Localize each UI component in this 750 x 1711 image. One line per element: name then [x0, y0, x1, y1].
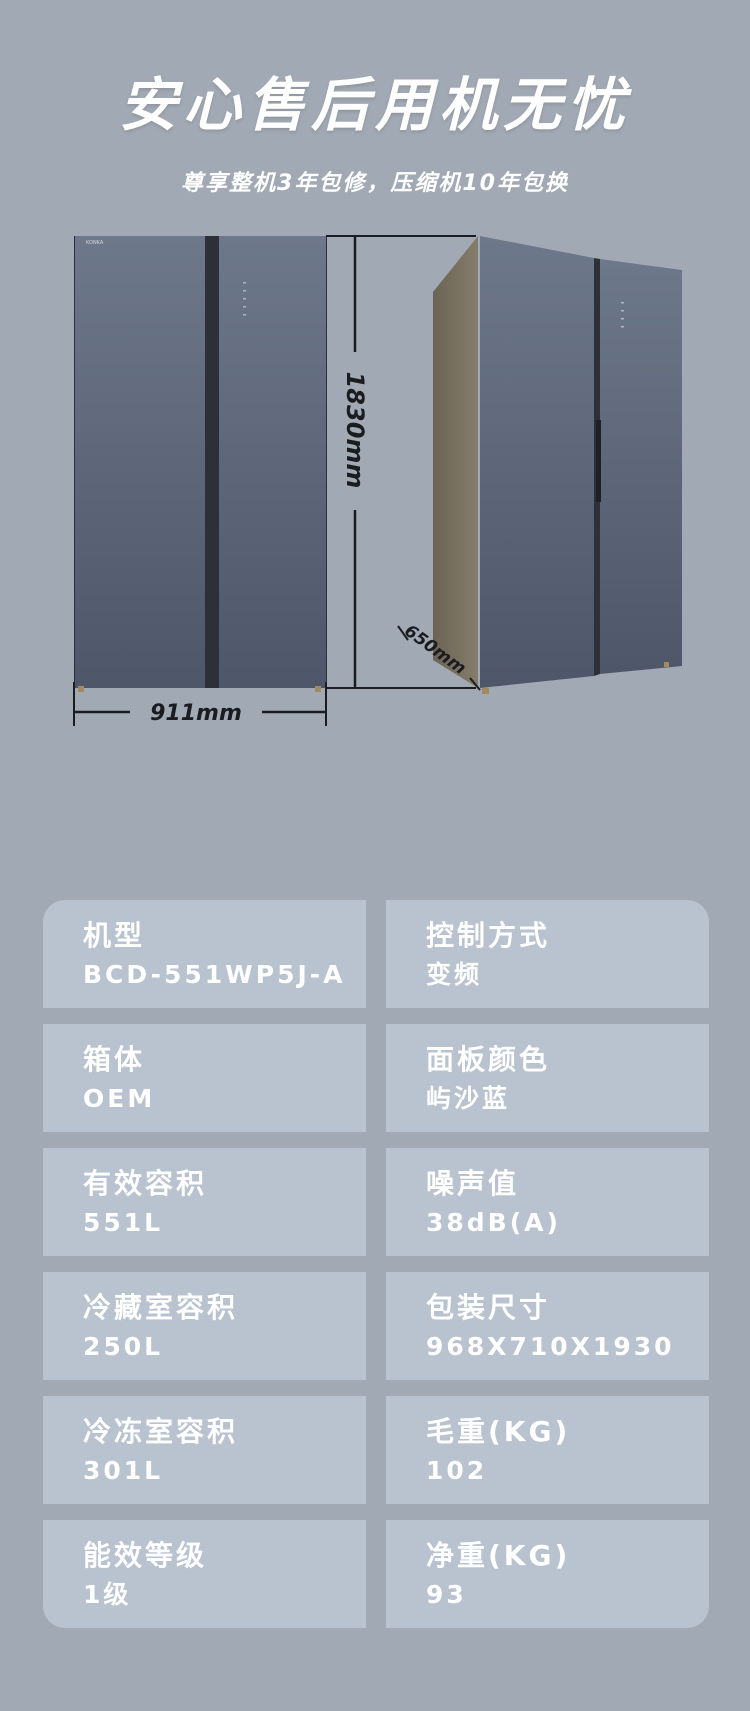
- fridge-angled-right-door: [600, 259, 682, 674]
- spec-label: 箱体: [83, 1043, 146, 1076]
- spec-value: 968X710X1930: [426, 1332, 675, 1361]
- height-dimension: 1830mm: [326, 235, 476, 689]
- spec-value: 301L: [83, 1456, 164, 1485]
- spec-value: 变频: [426, 960, 483, 989]
- spec-label: 机型: [83, 919, 146, 952]
- spec-cell-noise: 噪声值 38dB(A): [386, 1148, 709, 1256]
- spec-value: 38dB(A): [426, 1208, 561, 1237]
- fridge-right-door: [219, 236, 326, 688]
- spec-label: 包装尺寸: [426, 1291, 551, 1324]
- fridge-angled-view: [433, 236, 682, 694]
- spec-value: 102: [426, 1456, 488, 1485]
- spec-value: 93: [426, 1580, 467, 1609]
- spec-label: 面板颜色: [426, 1043, 551, 1076]
- spec-value: BCD-551WP5J-A: [83, 960, 346, 989]
- spec-cell-capacity: 有效容积 551L: [43, 1148, 366, 1256]
- width-dimension: 911mm: [73, 682, 327, 726]
- spec-label: 控制方式: [426, 919, 551, 952]
- control-panel-icon: [243, 282, 246, 316]
- door-handle: [596, 420, 601, 502]
- spec-cell-gross-weight: 毛重(KG) 102: [386, 1396, 709, 1504]
- spec-value: 551L: [83, 1208, 164, 1237]
- spec-cell-energy-grade: 能效等级 1级: [43, 1520, 366, 1628]
- spec-label: 冷藏室容积: [83, 1291, 239, 1324]
- control-panel-icon: [621, 302, 624, 328]
- spec-cell-package-size: 包装尺寸 968X710X1930: [386, 1272, 709, 1380]
- spec-cell-net-weight: 净重(KG) 93: [386, 1520, 709, 1628]
- spec-value: OEM: [83, 1084, 156, 1113]
- fridge-left-door: [75, 236, 205, 688]
- spec-value: 1级: [83, 1580, 132, 1609]
- spec-cell-freezer-capacity: 冷冻室容积 301L: [43, 1396, 366, 1504]
- brand-logo: KONKA: [86, 240, 104, 246]
- fridge-front-view: KONKA: [74, 236, 327, 692]
- spec-cell-panel-color: 面板颜色 屿沙蓝: [386, 1024, 709, 1132]
- spec-cell-cabinet: 箱体 OEM: [43, 1024, 366, 1132]
- page-subtitle: 尊享整机3年包修，压缩机10年包换: [181, 171, 569, 196]
- spec-cell-model: 机型 BCD-551WP5J-A: [43, 900, 366, 1008]
- fridge-angled-left-door: [480, 236, 594, 688]
- product-figure: KONKA 911mm 1830mm: [73, 235, 682, 726]
- spec-label: 能效等级: [83, 1539, 208, 1572]
- fridge-side-panel: [433, 236, 478, 688]
- height-label: 1830mm: [341, 372, 369, 489]
- spec-cell-fridge-capacity: 冷藏室容积 250L: [43, 1272, 366, 1380]
- width-label: 911mm: [150, 701, 242, 726]
- page-title: 安心售后用机无忧: [118, 71, 631, 139]
- spec-label: 净重(KG): [426, 1539, 571, 1572]
- spec-grid: 机型 BCD-551WP5J-A 控制方式 变频 箱体 OEM 面板颜色 屿沙蓝…: [43, 900, 709, 1628]
- spec-value: 250L: [83, 1332, 164, 1361]
- spec-label: 冷冻室容积: [83, 1415, 239, 1448]
- spec-label: 噪声值: [426, 1167, 520, 1200]
- spec-label: 毛重(KG): [426, 1415, 571, 1448]
- spec-label: 有效容积: [83, 1167, 208, 1200]
- spec-cell-control-mode: 控制方式 变频: [386, 900, 709, 1008]
- spec-value: 屿沙蓝: [426, 1084, 511, 1113]
